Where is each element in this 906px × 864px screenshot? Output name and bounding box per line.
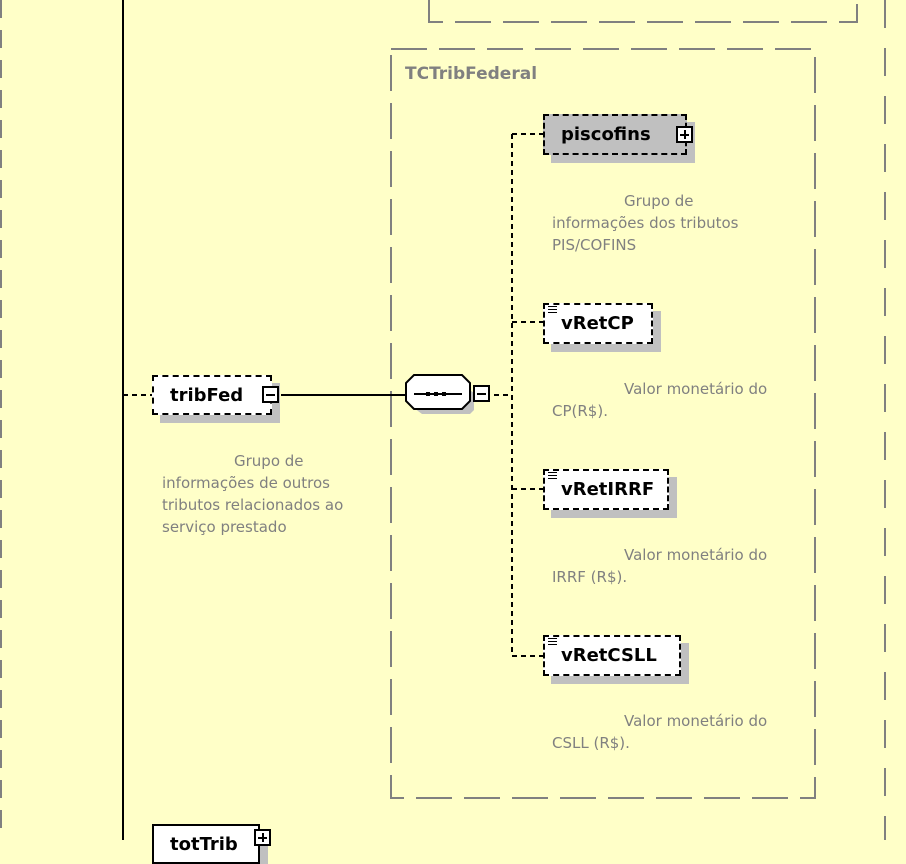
element-tribFed[interactable]: tribFed (152, 375, 279, 415)
sequence-compositor-icon[interactable] (404, 374, 474, 414)
element-name: vRetCP (561, 313, 634, 334)
expand-toggle-icon[interactable] (254, 829, 271, 846)
type-box-label: TCTribFederal (405, 64, 538, 84)
simple-content-icon (548, 638, 557, 646)
collapse-toggle-icon[interactable] (262, 386, 279, 403)
doc-text: Valor monetário do IRRF (R$). (552, 546, 768, 586)
element-name: vRetIRRF (561, 479, 655, 500)
doc-text: Valor monetário do CSLL (R$). (552, 712, 768, 752)
element-name: piscofins (561, 124, 651, 145)
type-box-border (390, 48, 816, 799)
element-vRetCP[interactable]: vRetCP (543, 303, 653, 344)
doc-text: Grupo de informações dos tributos PIS/CO… (552, 192, 739, 254)
element-documentation: Grupo de informações de outros tributos … (162, 450, 372, 538)
upper-type-box-border (428, 0, 858, 23)
vRetCP-documentation: Valor monetário do CP(R$). (552, 378, 792, 422)
element-name: totTrib (170, 833, 238, 855)
element-vRetCSLL[interactable]: vRetCSLL (543, 635, 681, 676)
element-totTrib[interactable]: totTrib (152, 824, 271, 864)
simple-content-icon (548, 472, 557, 480)
element-piscofins[interactable]: piscofins (543, 114, 693, 155)
vRetCSLL-documentation: Valor monetário do CSLL (R$). (552, 710, 792, 754)
schema-diagram-canvas: TCTribFederal tribFed Grupo de informaçõ… (0, 0, 886, 864)
doc-text: Grupo de informações de outros tributos … (162, 452, 344, 536)
piscofins-documentation: Grupo de informações dos tributos PIS/CO… (552, 190, 762, 256)
vRetIRRF-documentation: Valor monetário do IRRF (R$). (552, 544, 792, 588)
simple-content-icon (548, 306, 557, 314)
element-vRetIRRF[interactable]: vRetIRRF (543, 469, 669, 510)
expand-toggle-icon[interactable] (676, 126, 693, 143)
element-name: tribFed (170, 384, 244, 406)
element-name: vRetCSLL (561, 645, 657, 666)
sequence-collapse-toggle-icon[interactable] (473, 385, 490, 402)
doc-text: Valor monetário do CP(R$). (552, 380, 768, 420)
